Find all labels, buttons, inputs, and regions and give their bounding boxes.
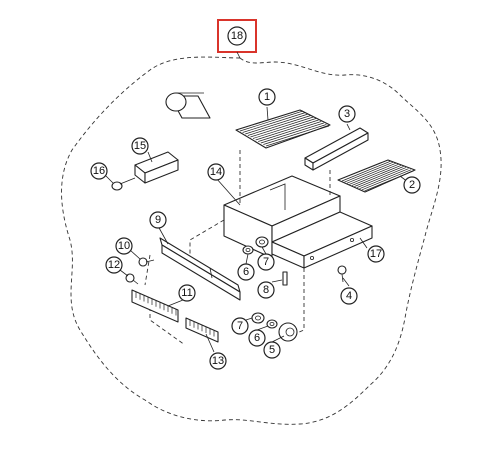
callout-18-label: 18: [231, 30, 243, 42]
callout-label: 4: [346, 290, 352, 302]
callout-circle: [209, 352, 227, 370]
callout-16: 16: [90, 162, 108, 180]
callout-circle: [207, 163, 225, 181]
callout-circle: [105, 256, 123, 274]
callout-circle: [367, 245, 385, 263]
callout-label: 16: [93, 165, 105, 177]
callout-11: 11: [178, 284, 196, 302]
callout-4: 4: [340, 287, 358, 305]
callout-3: 3: [338, 105, 356, 123]
callout-circle: [340, 287, 358, 305]
part-roll-sheet: [165, 92, 211, 119]
callout-label: 17: [370, 248, 382, 260]
callout-8: 8: [257, 281, 275, 299]
leader-lines: [105, 106, 413, 353]
part-gear-upper: [255, 236, 269, 248]
callout-label: 15: [134, 140, 146, 152]
callout-circle: [178, 284, 196, 302]
callout-6b: 6: [248, 329, 266, 347]
part-pin: [282, 271, 288, 286]
callout-17: 17: [367, 245, 385, 263]
part-ribbed-pad-large: [235, 109, 331, 149]
callout-label: 12: [108, 259, 120, 271]
part-gear-lower: [251, 312, 265, 324]
callout-15: 15: [131, 137, 149, 155]
callout-label: 6: [254, 332, 260, 344]
callout-label: 11: [181, 287, 192, 299]
callout-label: 7: [237, 320, 243, 332]
callout-label: 5: [269, 344, 275, 356]
callout-circle: [231, 317, 249, 335]
callout-circle: [257, 281, 275, 299]
callout-label: 10: [118, 240, 130, 252]
part-washer-upper: [242, 245, 254, 255]
callout-7a: 7: [257, 253, 275, 271]
callout-label: 13: [212, 355, 224, 367]
callout-12: 12: [105, 256, 123, 274]
callout-label: 8: [263, 284, 269, 296]
callout-7b: 7: [231, 317, 249, 335]
callout-circle: [403, 176, 421, 194]
callout-circle: [149, 211, 167, 229]
part-bar: [304, 127, 369, 171]
callout-label: 3: [344, 108, 350, 120]
callout-label: 6: [243, 266, 249, 278]
part-roller: [278, 322, 298, 342]
callout-9: 9: [149, 211, 167, 229]
part-small-ruler: [185, 317, 219, 343]
callout-circle: [248, 329, 266, 347]
callout-label: 7: [263, 256, 269, 268]
callout-circle: [237, 263, 255, 281]
callout-14: 14: [207, 163, 225, 181]
callout-label: 14: [210, 166, 222, 178]
callout-circle: [263, 341, 281, 359]
part-screw-4: [337, 265, 347, 283]
callout-10: 10: [115, 237, 133, 255]
callout-circle: [131, 137, 149, 155]
callout-circle: [338, 105, 356, 123]
callout-5: 5: [263, 341, 281, 359]
callout-18: 18: [227, 26, 247, 46]
callout-6a: 6: [237, 263, 255, 281]
callout-label: 1: [264, 91, 270, 103]
leader-18: [236, 51, 241, 59]
part-ruler-strip: [131, 289, 179, 323]
part-washer-lower: [266, 319, 278, 329]
part-screw-10: [138, 257, 155, 267]
callout-13: 13: [209, 352, 227, 370]
callout-2: 2: [403, 176, 421, 194]
callout-circle: [115, 237, 133, 255]
callout-label: 2: [409, 179, 415, 191]
part-block: [134, 151, 179, 184]
callout-1: 1: [258, 88, 276, 106]
callout-label: 9: [155, 214, 161, 226]
part-ribbed-pad-small: [337, 159, 416, 193]
callout-circle: [258, 88, 276, 106]
part-thumb-screw: [111, 177, 136, 191]
callout-circle: [90, 162, 108, 180]
part-rail: [159, 237, 241, 301]
part-base-plate: [271, 211, 373, 269]
kit-boundary: [61, 56, 442, 425]
callout-circle: [257, 253, 275, 271]
